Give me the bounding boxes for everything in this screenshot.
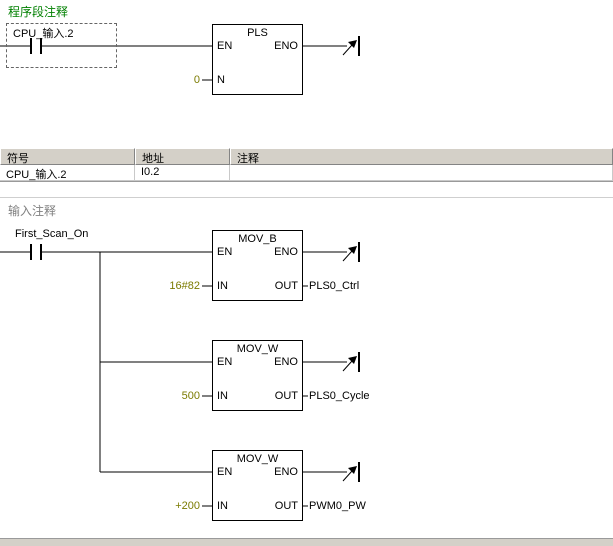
- pin-en: EN: [217, 466, 233, 478]
- column-header-address: 地址: [135, 148, 230, 165]
- network1-comment[interactable]: 程序段注释: [8, 5, 69, 19]
- continuation-arrow-3: [342, 352, 360, 372]
- function-block-pls[interactable]: PLS EN ENO N: [212, 24, 303, 95]
- contact-label-first-scan-on[interactable]: First_Scan_On: [15, 228, 89, 240]
- param-value-in[interactable]: 500: [181, 390, 200, 402]
- pin-en: EN: [217, 356, 233, 368]
- pin-in: IN: [217, 500, 228, 512]
- pin-out: OUT: [274, 280, 298, 292]
- contact-first-scan-on[interactable]: [30, 244, 42, 260]
- continuation-arrow-1: [342, 36, 360, 56]
- symbol-table: 符号 地址 注释 CPU_输入.2 I0.2: [0, 148, 613, 182]
- function-block-mov-w-2[interactable]: MOV_W EN ENO IN OUT: [212, 450, 303, 521]
- cell-symbol: CPU_输入.2: [0, 165, 135, 181]
- param-value-n[interactable]: 0: [193, 74, 200, 86]
- pin-n: N: [217, 74, 225, 86]
- pin-out: OUT: [274, 500, 298, 512]
- contact-label-cpu-input-2[interactable]: CPU_输入.2: [13, 28, 74, 40]
- pin-eno: ENO: [274, 40, 298, 52]
- next-symbol-table-header-partial: [0, 538, 613, 546]
- param-value-in[interactable]: +200: [175, 500, 200, 512]
- column-header-comment: 注释: [230, 148, 613, 165]
- pin-eno: ENO: [274, 246, 298, 258]
- param-value-in[interactable]: 16#82: [169, 280, 200, 292]
- pin-eno: ENO: [274, 466, 298, 478]
- param-value-out[interactable]: PLS0_Cycle: [309, 390, 370, 402]
- network2-comment[interactable]: 输入注释: [8, 204, 57, 218]
- pin-en: EN: [217, 40, 233, 52]
- function-block-mov-w-1[interactable]: MOV_W EN ENO IN OUT: [212, 340, 303, 411]
- pin-out: OUT: [274, 390, 298, 402]
- block-title: MOV_B: [238, 233, 277, 245]
- block-title: MOV_W: [236, 453, 279, 465]
- wire-network2: [0, 251, 347, 507]
- cell-comment: [230, 165, 613, 181]
- continuation-arrow-2: [342, 242, 360, 262]
- table-row[interactable]: CPU_输入.2 I0.2: [0, 165, 613, 181]
- block-title: MOV_W: [236, 343, 279, 355]
- column-header-symbol: 符号: [0, 148, 135, 165]
- network-separator: [0, 197, 613, 198]
- function-block-mov-b[interactable]: MOV_B EN ENO IN OUT: [212, 230, 303, 301]
- param-value-out[interactable]: PLS0_Ctrl: [309, 280, 360, 292]
- pin-en: EN: [217, 246, 233, 258]
- pin-in: IN: [217, 280, 228, 292]
- contact-cpu-input-2[interactable]: [30, 38, 42, 54]
- wire-network1: [0, 45, 347, 81]
- selection-box: [6, 23, 117, 68]
- cell-address: I0.2: [135, 165, 230, 181]
- pin-eno: ENO: [274, 356, 298, 368]
- block-title: PLS: [247, 27, 268, 39]
- pin-in: IN: [217, 390, 228, 402]
- symbol-table-header: 符号 地址 注释: [0, 148, 613, 165]
- param-value-out[interactable]: PWM0_PW: [309, 500, 366, 512]
- continuation-arrow-4: [342, 462, 360, 482]
